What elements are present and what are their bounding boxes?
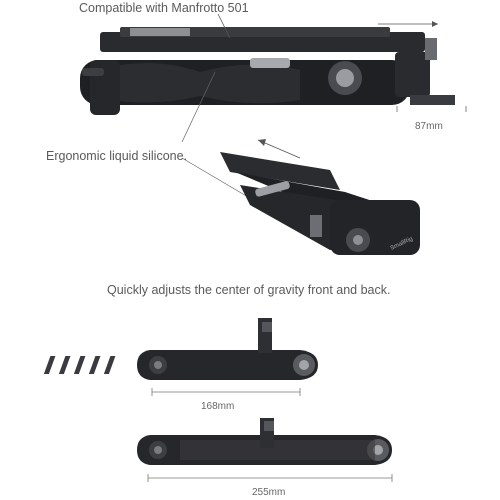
ergonomic-pointer-top xyxy=(181,71,216,143)
baseplate-side-view xyxy=(80,27,455,115)
baseplate-perspective-view: SmallRig xyxy=(220,139,420,255)
arm-long-label: 255mm xyxy=(252,487,286,498)
gravity-label: Quickly adjusts the center of gravity fr… xyxy=(107,283,391,297)
compat-pointer xyxy=(217,13,231,39)
width-arrow xyxy=(378,21,467,112)
extension-arm-short xyxy=(43,318,318,396)
arm-short-label: 168mm xyxy=(201,401,235,412)
width-label: 87mm xyxy=(415,121,443,132)
extension-arm-long xyxy=(137,418,393,482)
ergonomic-label: Ergonomic liquid silicone. xyxy=(46,149,188,163)
compat-label: Compatible with Manfrotto 501 xyxy=(79,1,249,15)
